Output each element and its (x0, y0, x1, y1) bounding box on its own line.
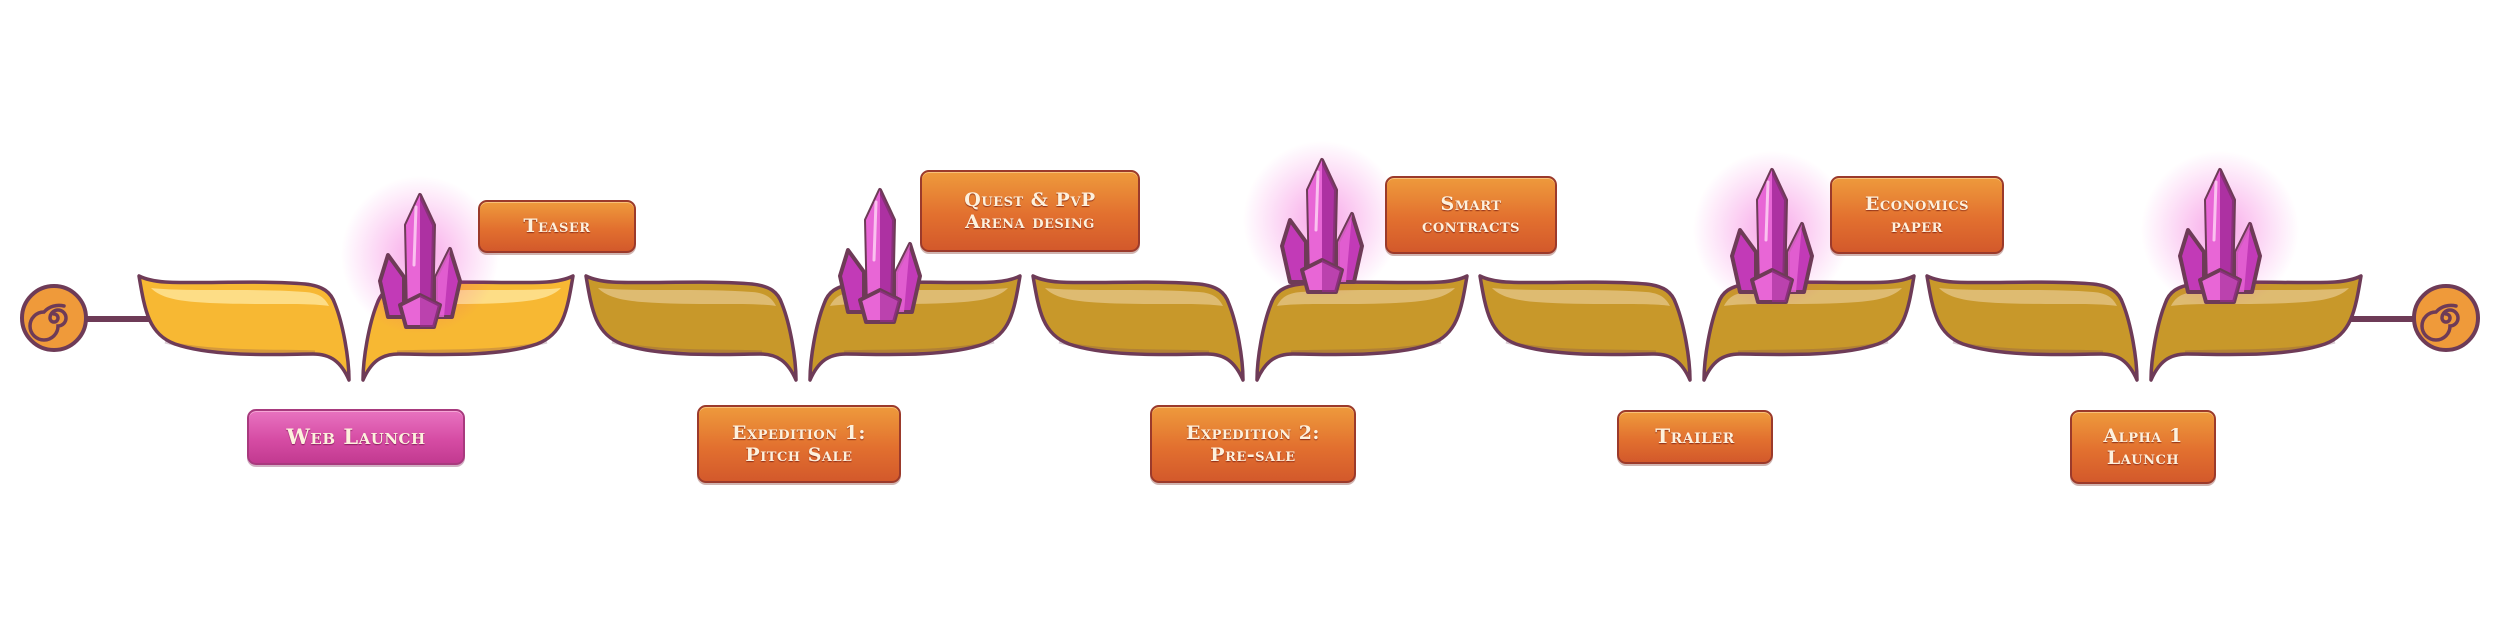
timeline-leaf-3 (584, 274, 798, 382)
milestone-tag-1: Web Launch (247, 409, 465, 465)
crystal-icon (1730, 168, 1814, 304)
spiral-end-cap-left-icon (20, 284, 88, 352)
milestone-tag-8: Economics paper (1830, 176, 2004, 254)
timeline-leaf-9 (1925, 274, 2139, 382)
milestone-tag-5: Expedition 2: Pre-sale (1150, 405, 1356, 483)
milestone-tag-9: Alpha 1 Launch (2070, 410, 2216, 484)
track-line-right (2350, 316, 2420, 322)
milestone-tag-6: Smart contracts (1385, 176, 1557, 254)
timeline-leaf-1 (137, 274, 351, 382)
milestone-tag-7: Trailer (1617, 410, 1773, 464)
track-line-left (80, 316, 150, 322)
crystal-icon (2178, 168, 2262, 304)
crystal-icon (378, 193, 462, 329)
milestone-tag-2: Teaser (478, 200, 636, 253)
milestone-tag-4: Quest & PvP Arena desing (920, 170, 1140, 252)
spiral-end-cap-right-icon (2412, 284, 2480, 352)
crystal-icon (1280, 158, 1364, 294)
timeline-leaf-5 (1031, 274, 1245, 382)
milestone-tag-3: Expedition 1: Pitch Sale (697, 405, 901, 483)
timeline-leaf-7 (1478, 274, 1692, 382)
crystal-icon (838, 188, 922, 324)
